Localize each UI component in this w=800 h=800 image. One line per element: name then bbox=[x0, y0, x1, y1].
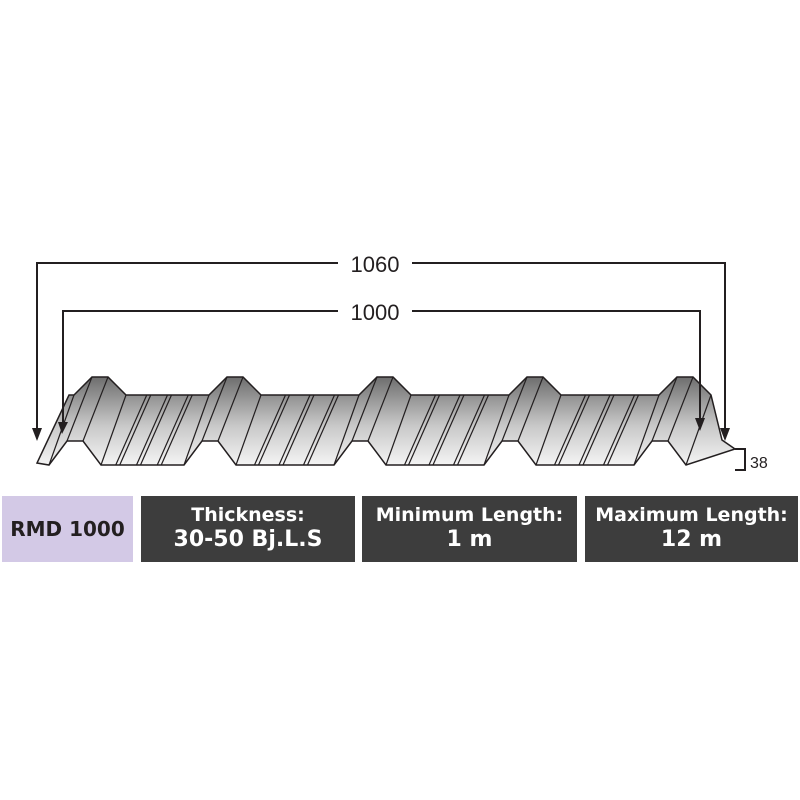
model-name-badge: RMD 1000 bbox=[2, 496, 133, 562]
fold-line bbox=[156, 394, 189, 466]
fold-line bbox=[403, 394, 437, 466]
fold-line bbox=[139, 394, 173, 466]
fold-line bbox=[302, 394, 336, 466]
spec-value: 1 m bbox=[446, 527, 493, 553]
fold-line bbox=[119, 394, 152, 466]
fold-line bbox=[432, 394, 465, 466]
fold-line bbox=[66, 376, 93, 442]
fold-line bbox=[553, 394, 587, 466]
spec-maximum-length: Maximum Length: 12 m bbox=[585, 496, 798, 562]
model-name: RMD 1000 bbox=[10, 516, 125, 541]
fold-line bbox=[160, 394, 193, 466]
fold-line bbox=[407, 394, 441, 466]
fold-line bbox=[651, 376, 678, 442]
fold-line bbox=[483, 394, 510, 466]
fold-line bbox=[685, 394, 712, 466]
fold-line bbox=[333, 394, 360, 466]
spec-value: 12 m bbox=[660, 527, 723, 553]
fold-line bbox=[257, 394, 291, 466]
fold-line bbox=[351, 376, 378, 442]
fold-line bbox=[578, 394, 611, 466]
dimension-arrows bbox=[32, 418, 730, 441]
spec-value: 30-50 Bj.L.S bbox=[173, 527, 323, 553]
fold-line bbox=[606, 394, 640, 466]
fold-line bbox=[501, 376, 528, 442]
fold-line bbox=[306, 394, 340, 466]
fold-line bbox=[582, 394, 615, 466]
spec-thickness: Thickness: 30-50 Bj.L.S bbox=[141, 496, 355, 562]
fold-line bbox=[217, 376, 244, 442]
corrugated-sheet bbox=[35, 376, 737, 466]
fold-line bbox=[282, 394, 315, 466]
fold-line bbox=[201, 376, 228, 442]
spec-label: Maximum Length: bbox=[595, 504, 788, 527]
spec-minimum-length: Minimum Length: 1 m bbox=[362, 496, 577, 562]
fold-line bbox=[535, 394, 562, 466]
spec-label: Minimum Length: bbox=[375, 504, 564, 527]
fold-line bbox=[602, 394, 636, 466]
fold-line bbox=[633, 394, 660, 466]
fold-line bbox=[517, 376, 544, 442]
rib-height-label: 38 bbox=[750, 455, 768, 472]
fold-line bbox=[278, 394, 311, 466]
fold-line bbox=[100, 394, 127, 466]
fold-line bbox=[557, 394, 591, 466]
fold-line bbox=[428, 394, 461, 466]
fold-line bbox=[235, 394, 262, 466]
spec-label: Thickness: bbox=[191, 504, 305, 527]
dimension-lines bbox=[36, 262, 746, 471]
fold-line bbox=[135, 394, 169, 466]
fold-line bbox=[183, 394, 210, 466]
fold-line bbox=[385, 394, 412, 466]
fold-line bbox=[456, 394, 490, 466]
effective-width-label: 1000 bbox=[351, 300, 400, 325]
fold-line bbox=[82, 376, 109, 442]
fold-line bbox=[667, 376, 694, 442]
fold-line bbox=[115, 394, 148, 466]
fold-line bbox=[452, 394, 486, 466]
fold-line bbox=[367, 376, 394, 442]
fold-line bbox=[253, 394, 287, 466]
overall-width-label: 1060 bbox=[351, 252, 400, 277]
